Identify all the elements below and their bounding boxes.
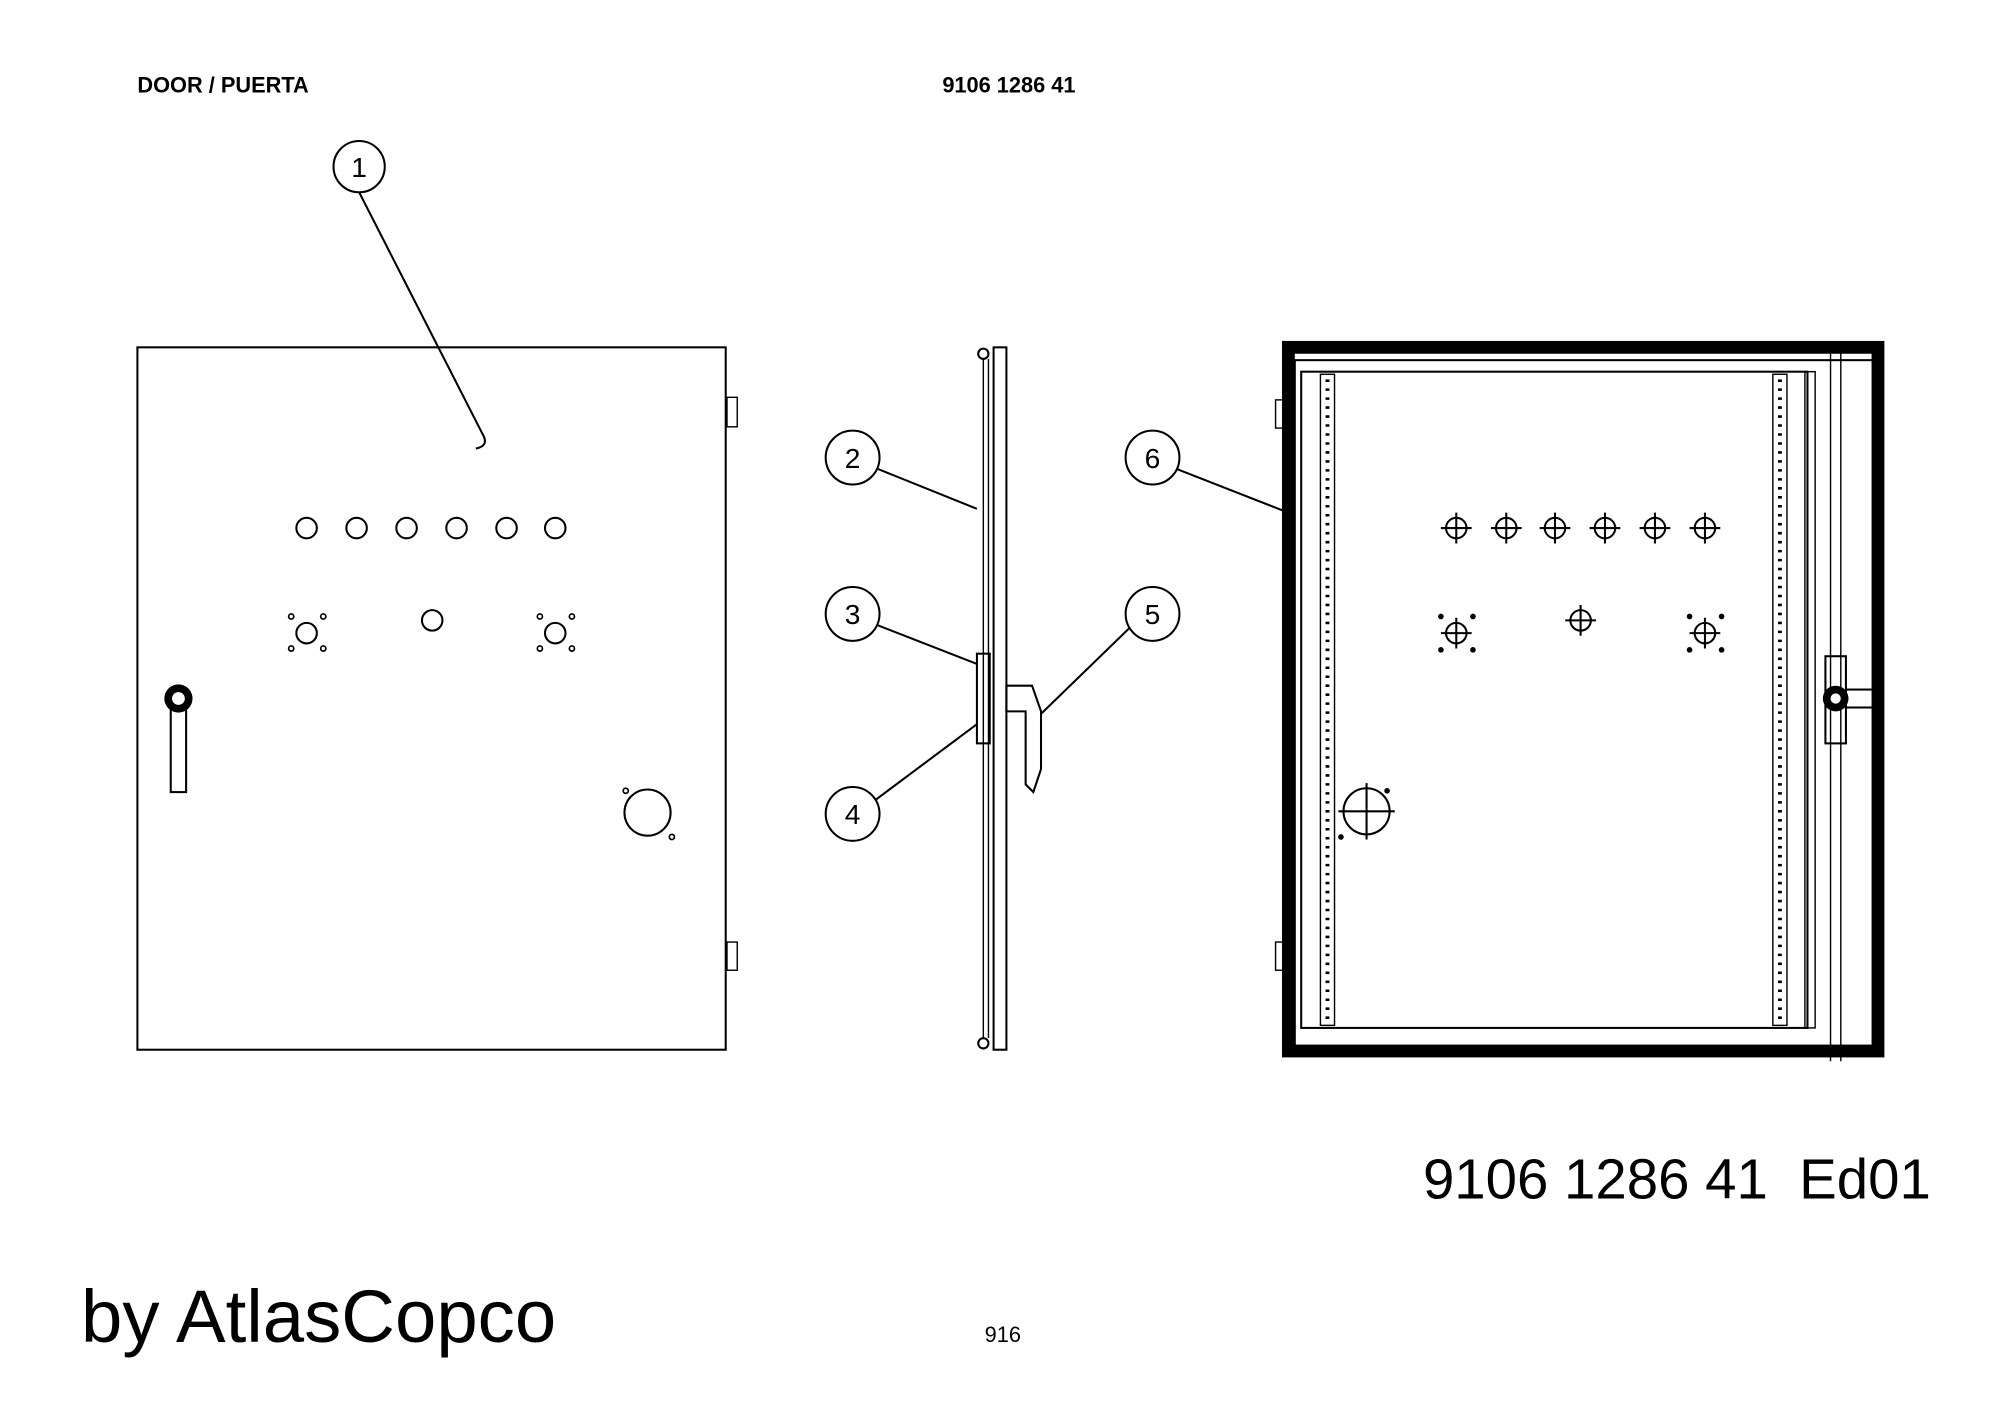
page-number: 916 (985, 1322, 1021, 1347)
callout-2: 2 (824, 429, 881, 486)
indicator-holes (295, 516, 672, 837)
door-front-view (136, 191, 738, 1051)
callout-1: 1 (332, 139, 386, 194)
callout-6: 6 (1124, 429, 1181, 486)
callout-5: 5 (1124, 585, 1181, 642)
crosshair-icon (1440, 512, 1472, 544)
latch-icon (1822, 655, 1878, 745)
callout-4: 4 (824, 785, 881, 842)
brand-text: by AtlasCopco (81, 1275, 556, 1358)
drawing-number: 9106 1286 41 Ed01 (1423, 1147, 1931, 1210)
svg-text:3: 3 (845, 598, 861, 630)
svg-text:4: 4 (845, 798, 861, 830)
crosshair-icon (1565, 604, 1596, 636)
svg-text:2: 2 (845, 442, 861, 474)
callout-3: 3 (824, 585, 881, 642)
crosshair-icon (1338, 783, 1395, 840)
svg-text:5: 5 (1145, 598, 1161, 630)
door-side-view (975, 346, 1043, 1051)
crosshair-icon (1440, 617, 1472, 649)
crosshair-icon (1689, 617, 1721, 649)
svg-text:1: 1 (351, 151, 367, 183)
door-handle-icon (164, 684, 193, 794)
crosshair-icon (1689, 512, 1721, 544)
svg-text:6: 6 (1145, 442, 1161, 474)
page-title: DOOR / PUERTA (137, 72, 309, 97)
door-inside-view (1274, 340, 1885, 1062)
crosshair-icon (1589, 512, 1621, 544)
crosshair-icon (1639, 512, 1671, 544)
crosshair-icon (1539, 512, 1571, 544)
crosshair-icon (1490, 512, 1522, 544)
header-part-number: 9106 1286 41 (942, 72, 1075, 97)
